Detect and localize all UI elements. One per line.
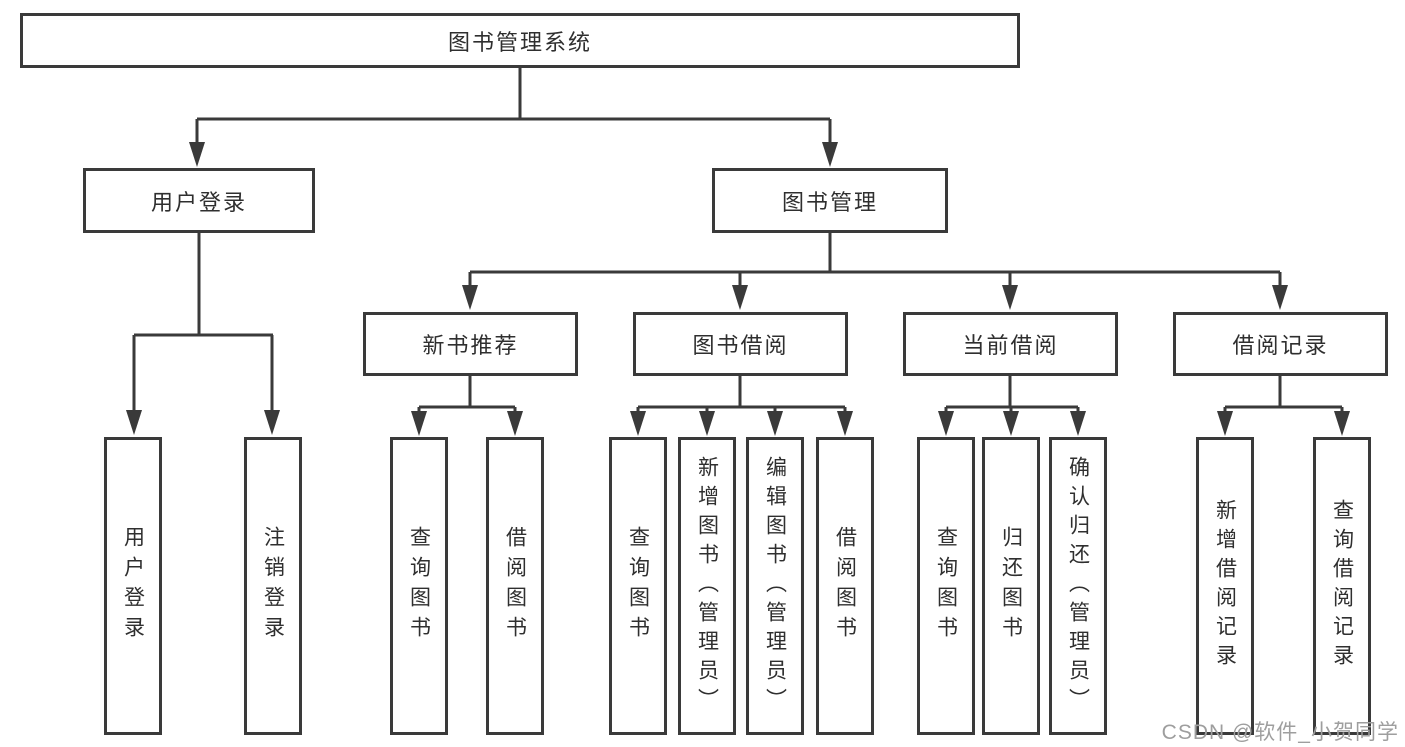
node-user-login: 用户登录 [83, 168, 315, 233]
leaf-query-borrow-record: 查询借阅记录 [1313, 437, 1371, 735]
leaf-return-books: 归还图书 [982, 437, 1040, 735]
leaf-add-book-admin: 新增图书（管理员） [678, 437, 736, 735]
node-book-management: 图书管理 [712, 168, 948, 233]
leaf-query-books-recommend: 查询图书 [390, 437, 448, 735]
leaf-query-books-current: 查询图书 [917, 437, 975, 735]
leaf-edit-book-admin: 编辑图书（管理员） [746, 437, 804, 735]
leaf-logout: 注销登录 [244, 437, 302, 735]
leaf-query-books-borrowing: 查询图书 [609, 437, 667, 735]
csdn-watermark: CSDN @软件_小贺同学 [1161, 721, 1399, 744]
leaf-borrow-books-recommend: 借阅图书 [486, 437, 544, 735]
leaf-borrow-books-borrowing: 借阅图书 [816, 437, 874, 735]
leaf-add-borrow-record: 新增借阅记录 [1196, 437, 1254, 735]
node-current-borrowing: 当前借阅 [903, 312, 1118, 376]
node-new-book-recommend: 新书推荐 [363, 312, 578, 376]
leaf-user-login: 用户登录 [104, 437, 162, 735]
node-library-management-system: 图书管理系统 [20, 13, 1020, 68]
node-borrowing-records: 借阅记录 [1173, 312, 1388, 376]
node-book-borrowing: 图书借阅 [633, 312, 848, 376]
leaf-confirm-return-admin: 确认归还（管理员） [1049, 437, 1107, 735]
